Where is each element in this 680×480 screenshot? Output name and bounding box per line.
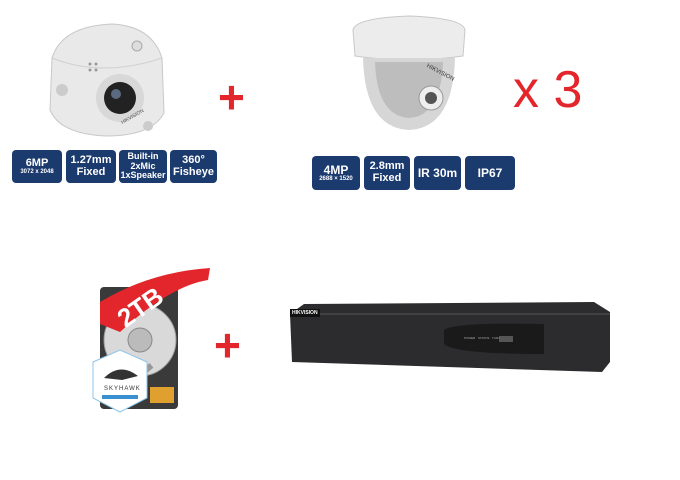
badge-ir: IR 30m [414,156,461,190]
nvr-brand-label: HIKVISION [290,309,320,317]
badge-lens: 2.8mm Fixed [364,156,410,190]
dome-camera-image: HIKVISION [345,12,473,134]
fisheye-camera-image: HIKVISION [42,18,170,140]
hdd-brand-label: SKYHAWK [104,386,141,392]
badge-lens: 1.27mm Fixed [66,150,116,183]
badge-resolution: 4MP 2688 × 1520 [312,156,360,190]
plus-sign: + [218,71,245,123]
badge-resolution: 6MP 3072 x 2048 [12,150,62,183]
quantity-label: x 3 [513,61,583,119]
nvr-led-txrx: Tx/Rx [492,336,500,340]
nvr-led-power: POWER [464,336,476,340]
nvr-image: HIKVISION POWER STATUS Tx/Rx [284,292,614,378]
hard-drive-image: 2TB SKYHAWK [60,262,220,422]
badge-audio: Built-in 2xMic 1xSpeaker [119,150,167,183]
nvr-led-status: STATUS [478,336,490,340]
plus-sign: + [214,319,241,371]
badge-fisheye: 360° Fisheye [170,150,217,183]
badge-ip67: IP67 [465,156,515,190]
